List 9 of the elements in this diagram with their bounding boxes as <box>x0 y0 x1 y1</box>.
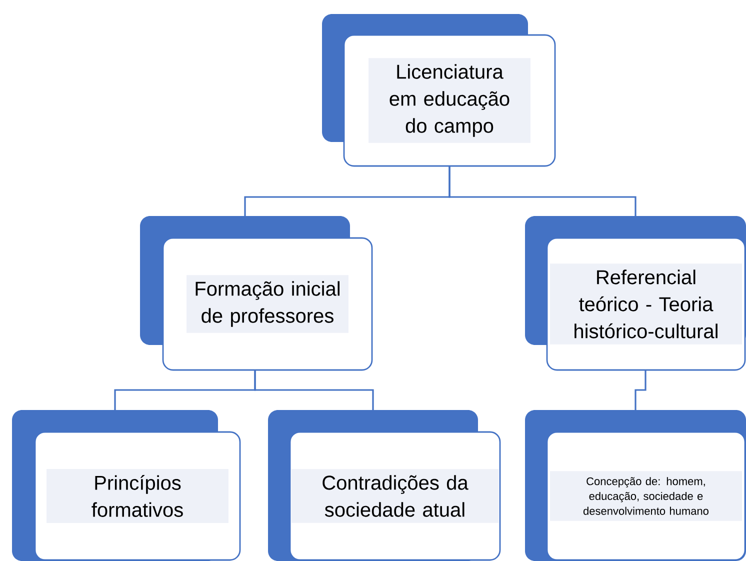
connector-line <box>634 370 646 410</box>
process-box: Formação inicial de professores <box>140 216 373 371</box>
connector-line <box>448 166 636 216</box>
process-box: Licenciatura em educação do campo <box>322 14 556 167</box>
process-box: Concepção de: homem, educação, sociedade e desenvolvimento humano <box>525 410 746 561</box>
process-box: Referencial teórico - Teoria histórico-cultural <box>525 216 746 371</box>
process-box: Princípios formativos <box>12 410 241 561</box>
process-box: Contradições da sociedade atual <box>268 410 501 561</box>
connector-line <box>254 370 374 410</box>
